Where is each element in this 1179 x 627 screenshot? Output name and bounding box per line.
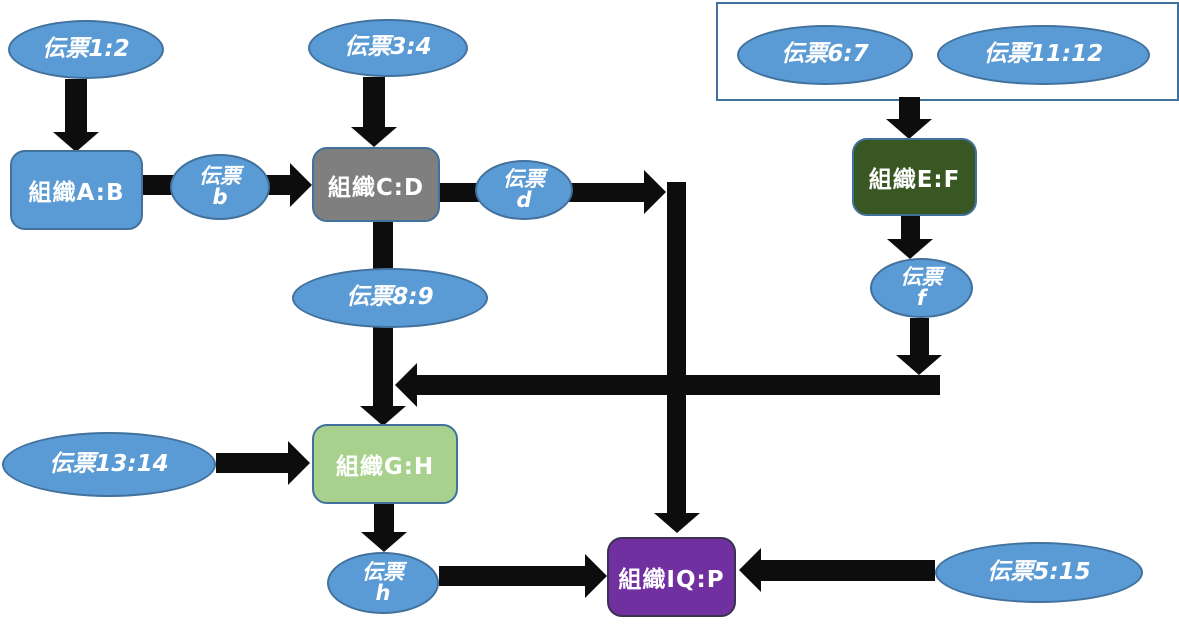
node-denpyo-13-14: 伝票13:14	[2, 432, 216, 497]
arrow-denpyo34-to-cd-shaft	[363, 77, 385, 128]
arrow-cd-to-drop-head	[644, 170, 666, 214]
node-denpyo-d: 伝票 d	[475, 160, 573, 220]
arrow-box-to-ef-head	[886, 119, 932, 139]
arrow-cd-to-gh-head	[360, 406, 406, 426]
node-soshiki-g-h: 組織G:H	[312, 424, 458, 504]
node-denpyo-f: 伝票 f	[870, 258, 973, 318]
arrow-ef-to-denpyof-shaft	[901, 216, 920, 241]
arrow-denpyo515-to-iqp-head	[739, 548, 761, 592]
arrow-denpyof-down-shaft	[910, 318, 929, 356]
arrow-denpyo1314-to-gh-head	[288, 441, 310, 485]
node-denpyo-h: 伝票 h	[327, 552, 439, 614]
node-denpyo-5-15: 伝票5:15	[935, 542, 1143, 603]
arrow-drop-to-iqp-shaft	[667, 182, 686, 514]
arrow-ab-to-cd-head	[290, 163, 312, 207]
arrow-denpyo34-to-cd-head	[351, 127, 397, 147]
arrow-denpyo12-to-ab-head	[53, 132, 99, 152]
node-denpyo-b: 伝票 b	[170, 154, 270, 220]
arrow-denpyo1314-to-gh-shaft	[216, 453, 290, 473]
arrow-gh-to-denpyoh-head	[361, 532, 407, 552]
arrow-gh-to-denpyoh-shaft	[374, 504, 394, 533]
node-denpyo-1-2: 伝票1:2	[8, 20, 164, 79]
node-soshiki-iq-p: 組織IQ:P	[607, 537, 736, 617]
arrow-f-to-gh-shaft	[416, 375, 940, 395]
arrow-ef-to-denpyof-head	[887, 239, 933, 259]
arrow-denpyo12-to-ab-shaft	[65, 79, 87, 133]
arrow-f-to-gh-head	[395, 363, 417, 407]
node-soshiki-e-f: 組織E:F	[852, 138, 977, 216]
arrow-denpyof-down-head	[896, 355, 942, 375]
node-denpyo-11-12: 伝票11:12	[937, 25, 1150, 85]
arrow-denpyoh-to-iqp-head	[585, 554, 607, 598]
arrow-denpyo515-to-iqp-shaft	[759, 560, 935, 581]
node-soshiki-c-d: 組織C:D	[312, 147, 440, 222]
arrow-drop-to-iqp-head	[654, 513, 700, 533]
node-soshiki-a-b: 組織A:B	[10, 150, 143, 230]
node-denpyo-8-9: 伝票8:9	[292, 268, 488, 328]
node-denpyo-6-7: 伝票6:7	[737, 25, 913, 85]
node-denpyo-3-4: 伝票3:4	[308, 19, 468, 77]
arrow-denpyoh-to-iqp-shaft	[439, 566, 587, 586]
arrow-box-to-ef-shaft	[899, 97, 920, 121]
